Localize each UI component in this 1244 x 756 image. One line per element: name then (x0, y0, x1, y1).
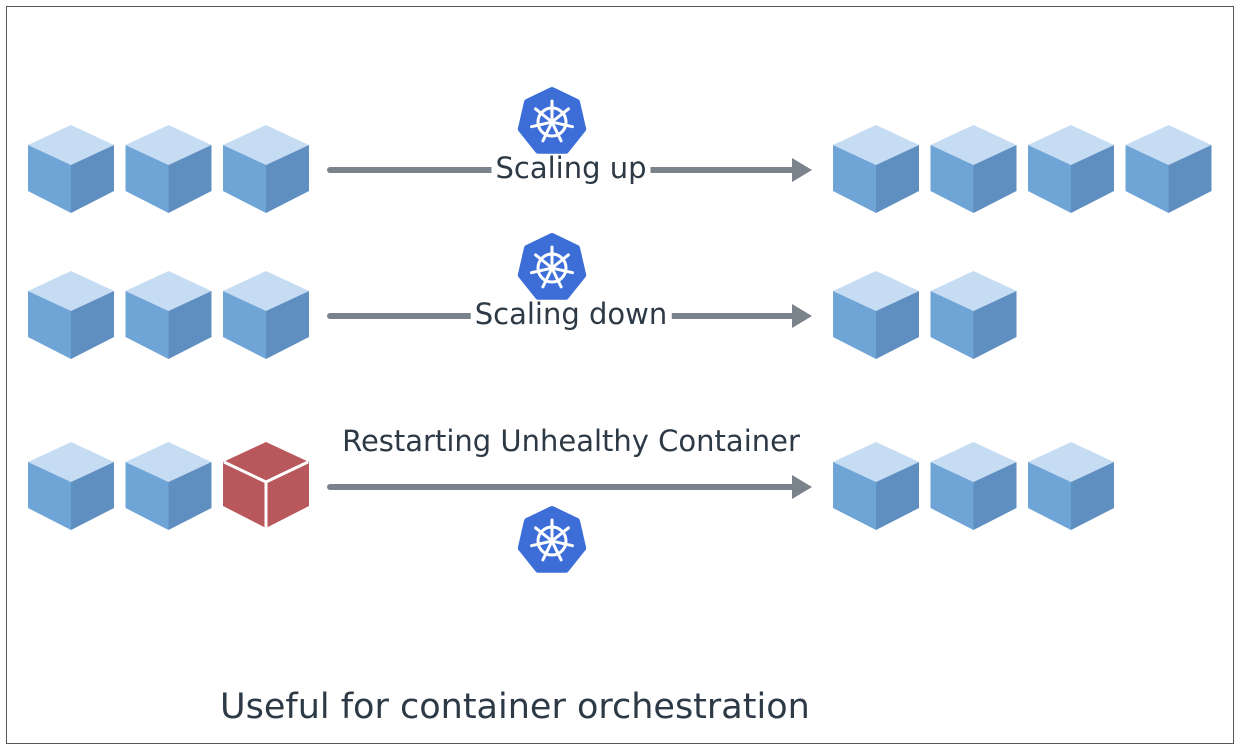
unhealthy-container-cube-icon (223, 442, 309, 528)
row-label-scaling-up: Scaling up (491, 154, 651, 183)
container-cube-icon (1028, 442, 1114, 530)
container-cube-icon (1028, 125, 1114, 213)
container-cube-icon (223, 125, 309, 213)
row-label-restarting: Restarting Unhealthy Container (338, 427, 804, 456)
container-cube-icon (833, 125, 919, 213)
container-cube-icon (930, 442, 1017, 530)
container-cube-icon (1125, 125, 1212, 213)
container-cube-icon (125, 271, 212, 359)
footer-caption: Useful for container orchestration (220, 687, 810, 727)
container-cube-icon (833, 271, 919, 359)
container-cube-icon (125, 442, 212, 530)
container-cube-icon (28, 125, 114, 213)
container-cube-icon (833, 442, 919, 530)
container-cube-icon (930, 271, 1017, 359)
kubernetes-helm-icon (517, 87, 587, 154)
container-cube-icon (223, 271, 309, 359)
transition-arrow (327, 475, 812, 499)
kubernetes-helm-icon (517, 233, 587, 300)
diagram-frame (6, 6, 1234, 744)
container-cube-icon (930, 125, 1017, 213)
kubernetes-helm-icon (517, 506, 587, 573)
row-label-scaling-down: Scaling down (470, 300, 672, 329)
container-cube-icon (28, 271, 114, 359)
container-cube-icon (28, 442, 114, 530)
container-cube-icon (125, 125, 212, 213)
